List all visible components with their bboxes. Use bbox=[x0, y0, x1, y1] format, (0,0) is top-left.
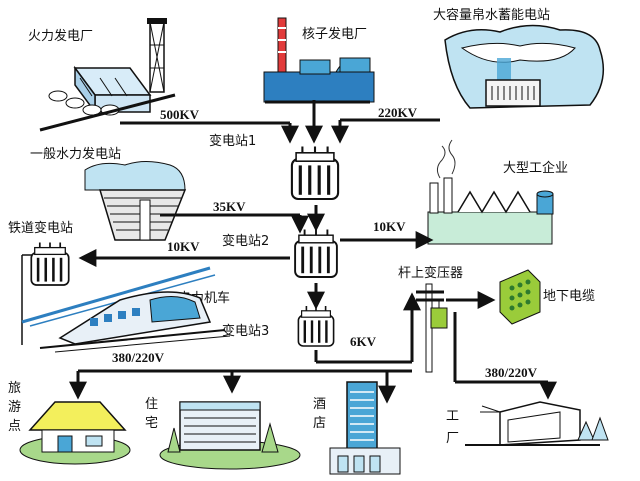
pole-transformer-icon bbox=[416, 283, 448, 373]
pumped-storage-icon bbox=[444, 24, 605, 109]
label-hydro-plant: 一般水力发电站 bbox=[30, 146, 121, 162]
tourist-spot-icon bbox=[19, 401, 131, 465]
label-hotel-char-1: 酒 bbox=[313, 397, 326, 412]
substation1-transformer-icon bbox=[290, 144, 340, 201]
label-6kv: 6KV bbox=[350, 334, 377, 349]
label-hotel-char-2: 店 bbox=[313, 416, 326, 431]
label-substation3: 变电站3 bbox=[222, 323, 269, 339]
label-pole-transformer: 杆上变压器 bbox=[398, 265, 463, 281]
nuclear-plant-icon bbox=[263, 17, 375, 103]
label-railway-substation: 铁道变电站 bbox=[8, 220, 73, 236]
label-35kv: 35KV bbox=[213, 199, 246, 214]
hydro-plant-icon bbox=[84, 161, 187, 241]
label-factory-char-1: 工 bbox=[446, 409, 459, 424]
label-tourist-char-1: 旅 bbox=[8, 381, 21, 396]
underground-cable-icon bbox=[499, 269, 541, 325]
label-underground-cable: 地下电缆 bbox=[543, 288, 595, 304]
label-nuclear-plant: 核子发电厂 bbox=[302, 26, 367, 42]
residence-icon bbox=[159, 401, 301, 470]
label-pumped-storage: 大容量帛水蓄能电站 bbox=[433, 7, 550, 23]
factory-icon bbox=[465, 401, 609, 446]
label-residence-char-1: 住 bbox=[145, 397, 158, 412]
thermal-plant-icon bbox=[48, 18, 167, 116]
label-large-industry: 大型工企业 bbox=[503, 160, 568, 176]
electric-locomotive-icon bbox=[21, 266, 231, 353]
label-thermal-plant: 火力发电厂 bbox=[28, 28, 93, 44]
label-10kv-hydro: 10KV bbox=[167, 239, 200, 254]
label-factory-char-2: 厂 bbox=[446, 431, 459, 446]
railway-substation-transformer-icon bbox=[30, 241, 70, 287]
line-thermal-out bbox=[39, 93, 176, 132]
label-substation2: 变电站2 bbox=[222, 233, 269, 249]
hotel-icon bbox=[329, 381, 401, 475]
label-500kv: 500KV bbox=[160, 107, 200, 122]
label-tourist-char-3: 点 bbox=[8, 419, 21, 434]
substation3-transformer-icon bbox=[297, 304, 335, 348]
label-10kv-industry: 10KV bbox=[373, 219, 406, 234]
substation2-transformer-icon bbox=[293, 228, 339, 279]
label-substation1: 变电站1 bbox=[209, 133, 256, 149]
label-380v-main: 380/220V bbox=[112, 350, 165, 365]
label-220kv: 220KV bbox=[378, 105, 418, 120]
large-industry-icon bbox=[427, 139, 554, 245]
label-380v-pole: 380/220V bbox=[485, 365, 538, 380]
label-tourist-char-2: 游 bbox=[8, 400, 21, 415]
label-residence-char-2: 宅 bbox=[145, 416, 158, 431]
